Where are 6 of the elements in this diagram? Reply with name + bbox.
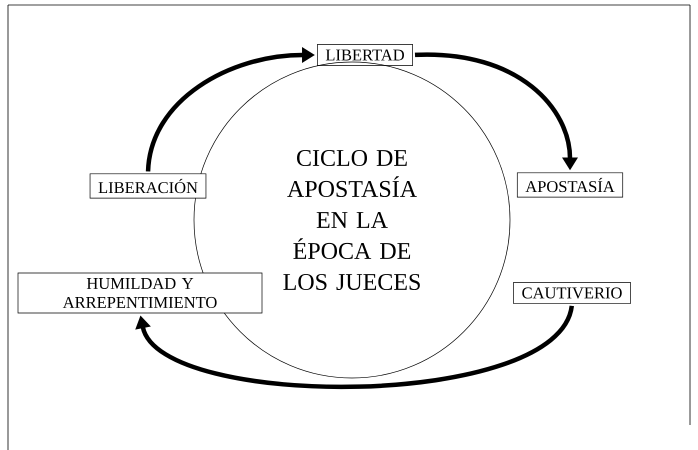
curved-arrow xyxy=(135,305,574,389)
label-box: LIBERTAD xyxy=(317,44,413,66)
label-box: CAUTIVERIO xyxy=(513,282,631,304)
label-box: HUMILDAD Y ARREPENTIMIENTO xyxy=(18,272,262,314)
label-box: APOSTASÍA xyxy=(516,172,624,198)
label-box: LIBERACIÓN xyxy=(90,173,206,198)
